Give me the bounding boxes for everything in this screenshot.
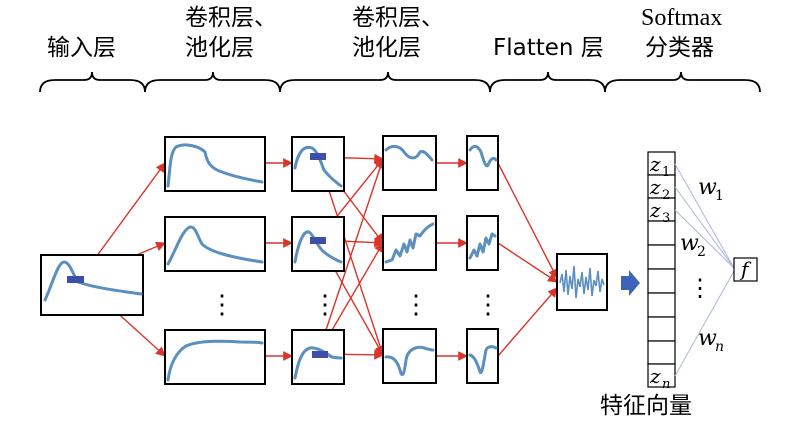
pool2-map-bottom (466, 328, 499, 384)
brace-softmax (604, 71, 761, 93)
svg-text:n: n (715, 339, 724, 355)
label-conv2-line2: 池化层 (352, 35, 421, 61)
pool1-kernel-middle (310, 237, 326, 244)
conv1-map-bottom (164, 329, 266, 385)
svg-text:z: z (649, 364, 661, 388)
pool1-map-bottom (291, 329, 345, 385)
pool2-map-middle (466, 215, 499, 271)
weight-wn: w n (698, 326, 724, 355)
svg-text:z: z (649, 175, 661, 199)
input-map (40, 254, 144, 316)
conv2-map-bottom (382, 328, 437, 384)
svg-text:2: 2 (662, 188, 670, 203)
conv2-map-middle (382, 215, 437, 271)
label-classifier: 分类器 (645, 35, 714, 61)
input-kernel (67, 276, 84, 283)
ellipsis-pool1: ⋮ (312, 290, 338, 320)
weight-lines (674, 163, 735, 377)
vector-cell-z2: z 2 (649, 175, 670, 203)
ellipsis-conv2: ⋮ (403, 290, 429, 320)
flatten-arrow (621, 270, 640, 296)
feature-vector (647, 151, 676, 388)
label-flatten-layer: Flatten 层 (493, 35, 604, 61)
ellipsis-conv1: ⋮ (209, 290, 235, 320)
weight-w1: w 1 (698, 175, 724, 204)
pool1-kernel-bottom (312, 351, 328, 358)
svg-text:w: w (698, 326, 717, 351)
brace-conv1 (144, 71, 281, 93)
svg-text:w: w (698, 175, 717, 200)
ellipsis-weights: ⋮ (688, 274, 712, 302)
label-conv2-line1: 卷积层、 (352, 5, 444, 31)
label-conv1-line2: 池化层 (185, 35, 254, 61)
pool2-map-top (466, 135, 499, 191)
label-input-layer: 输入层 (47, 35, 116, 61)
pool1-kernel-top (310, 153, 326, 160)
svg-text:z: z (649, 152, 661, 176)
conv1-map-middle (164, 216, 266, 272)
ellipsis-pool2: ⋮ (475, 290, 501, 320)
brace-conv2 (279, 71, 491, 93)
weight-w2: w 2 (680, 231, 706, 260)
svg-text:2: 2 (697, 244, 706, 260)
svg-text:n: n (662, 377, 670, 392)
conv1-map-top (164, 136, 266, 192)
label-conv1-line1: 卷积层、 (185, 5, 277, 31)
svg-text:3: 3 (662, 211, 670, 226)
vector-cell-z3: z 3 (649, 198, 670, 226)
label-softmax: Softmax (641, 5, 722, 31)
output-node: f (733, 257, 758, 282)
svg-text:z: z (649, 198, 661, 222)
flatten-map (556, 253, 608, 311)
svg-text:1: 1 (715, 188, 724, 204)
vector-cell-z1: z 1 (649, 152, 670, 180)
brace-input (39, 71, 146, 93)
vector-cell-zn: z n (649, 364, 670, 392)
svg-text:1: 1 (662, 165, 670, 180)
conv2-map-top (382, 135, 437, 191)
svg-text:w: w (680, 231, 699, 256)
brace-flatten (489, 71, 606, 93)
feature-vector-label: 特征向量 (600, 393, 692, 419)
pool1-map-top (291, 136, 345, 192)
pool1-map-middle (291, 216, 345, 272)
